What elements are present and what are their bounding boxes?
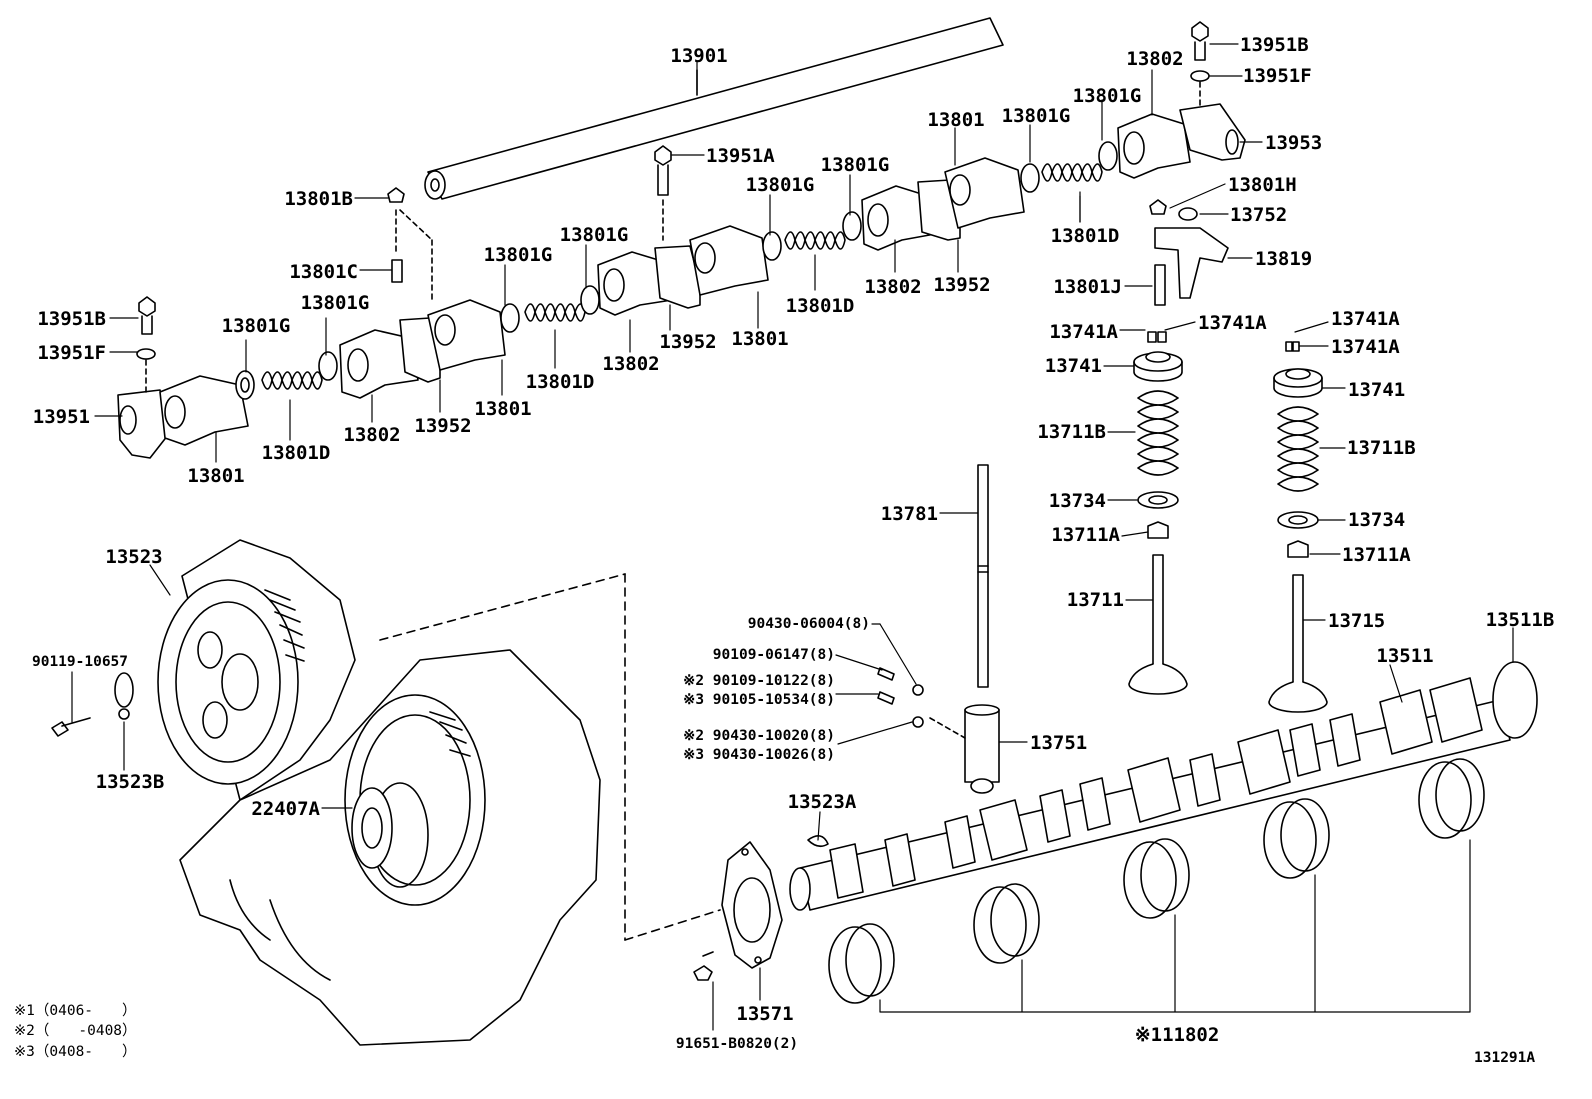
callout-90430-10020: ※2 90430-10020(8)	[683, 728, 835, 744]
rocker-shaft	[424, 17, 1004, 200]
callout-90109-06147: 90109-06147(8)	[712, 647, 835, 663]
callout-13801G-e: 13801G	[559, 224, 629, 246]
callout-13571: 13571	[736, 1003, 794, 1025]
callout-13801D-d: 13801D	[525, 371, 595, 393]
callout-90430-10026: ※3 90430-10026(8)	[683, 747, 835, 763]
callout-13741-l: 13741	[1044, 355, 1102, 377]
callout-13741A-r2: 13741A	[1331, 336, 1400, 358]
callout-13523B: 13523B	[95, 771, 165, 793]
valve-assembly-left	[1128, 331, 1188, 695]
callout-13801-c: 13801	[474, 398, 532, 420]
timing-gear	[51, 539, 356, 801]
callout-13741A-r1: 13741A	[1331, 308, 1400, 330]
callout-13801G-d: 13801G	[745, 174, 815, 196]
callout-13741A-l1: 13741A	[1049, 321, 1118, 343]
note-2: ※2（ -0408）	[14, 1023, 137, 1039]
callout-90119-10657: 90119-10657	[31, 654, 129, 670]
callout-13801G-c: 13801G	[820, 154, 890, 176]
callout-90105-10534: ※3 90105-10534(8)	[683, 692, 835, 708]
callout-11802: ※111802	[1134, 1024, 1220, 1046]
callout-13752: 13752	[1230, 204, 1288, 226]
callout-13511: 13511	[1376, 645, 1434, 667]
callout-13951A: 13951A	[706, 145, 775, 167]
callout-13953: 13953	[1265, 132, 1323, 154]
callout-13511B: 13511B	[1485, 609, 1555, 631]
callout-13801B: 13801B	[284, 188, 353, 210]
callout-13741-r: 13741	[1348, 379, 1406, 401]
callout-13801G-a: 13801G	[1072, 85, 1142, 107]
callout-13802-c: 13802	[602, 353, 660, 375]
callout-13952-b: 13952	[414, 415, 472, 437]
callout-13951B-top: 13951B	[1240, 34, 1309, 56]
callout-13951F-left: 13951F	[37, 342, 106, 364]
callout-13952-mid: 13952	[933, 274, 991, 296]
callout-13819: 13819	[1255, 248, 1313, 270]
callout-13711A-r: 13711A	[1342, 544, 1411, 566]
callout-13711B-r: 13711B	[1347, 437, 1416, 459]
callout-13523: 13523	[105, 546, 163, 568]
callout-13801D-c: 13801D	[261, 442, 331, 464]
rocker-assembly	[117, 103, 1246, 459]
note-1: ※1（0406- ）	[14, 1003, 137, 1019]
callout-13801-b: 13801	[187, 465, 245, 487]
engine-block	[179, 573, 721, 1046]
callout-13802-top: 13802	[1126, 48, 1184, 70]
callout-13901: 13901	[670, 45, 728, 67]
callout-13801J: 13801J	[1053, 276, 1122, 298]
callout-13801-d: 13801	[731, 328, 789, 350]
camshaft	[789, 661, 1538, 911]
callout-13801D-b: 13801D	[785, 295, 855, 317]
diagram-id: 131291A	[1474, 1050, 1536, 1066]
callout-13802-mid: 13802	[864, 276, 922, 298]
thrust-plate	[693, 835, 829, 981]
leader-lines	[71, 43, 1514, 1031]
callout-13734-r: 13734	[1348, 509, 1406, 531]
callout-13801H: 13801H	[1228, 174, 1297, 196]
callout-13801G-h: 13801G	[300, 292, 370, 314]
callout-13741A-l2: 13741A	[1198, 312, 1267, 334]
callout-13801G-f: 13801G	[483, 244, 553, 266]
note-3: ※3（0408- ）	[14, 1044, 137, 1060]
callout-90109-10122: ※2 90109-10122(8)	[683, 673, 835, 689]
callout-13711B-l: 13711B	[1037, 421, 1106, 443]
callout-13951B-left: 13951B	[37, 308, 106, 330]
valve-assembly-right	[1268, 341, 1328, 713]
callout-13751: 13751	[1030, 732, 1088, 754]
callout-13952-c: 13952	[659, 331, 717, 353]
callout-13523A: 13523A	[787, 791, 857, 813]
callout-13711: 13711	[1066, 589, 1124, 611]
callout-91651-B0820: 91651-B0820(2)	[675, 1036, 799, 1052]
callout-13802-b: 13802	[343, 424, 401, 446]
callout-13781: 13781	[880, 503, 938, 525]
pushrod-and-lifter	[877, 464, 1000, 794]
callout-13715: 13715	[1328, 610, 1386, 632]
callout-13801-a: 13801	[927, 109, 985, 131]
callout-13951: 13951	[32, 406, 90, 428]
callout-13801G-b: 13801G	[1001, 105, 1071, 127]
rocker-fasteners	[136, 21, 1229, 396]
callout-13951F-top: 13951F	[1243, 65, 1312, 87]
callout-13711A-l: 13711A	[1051, 524, 1120, 546]
callout-22407A: 22407A	[251, 798, 320, 820]
callout-13801D-a: 13801D	[1050, 225, 1120, 247]
callout-13801C: 13801C	[289, 261, 358, 283]
callout-13801G-g: 13801G	[221, 315, 291, 337]
callout-13734-l: 13734	[1048, 490, 1106, 512]
callout-90430-06004: 90430-06004(8)	[747, 616, 870, 632]
camshaft-bearings	[828, 758, 1485, 1004]
